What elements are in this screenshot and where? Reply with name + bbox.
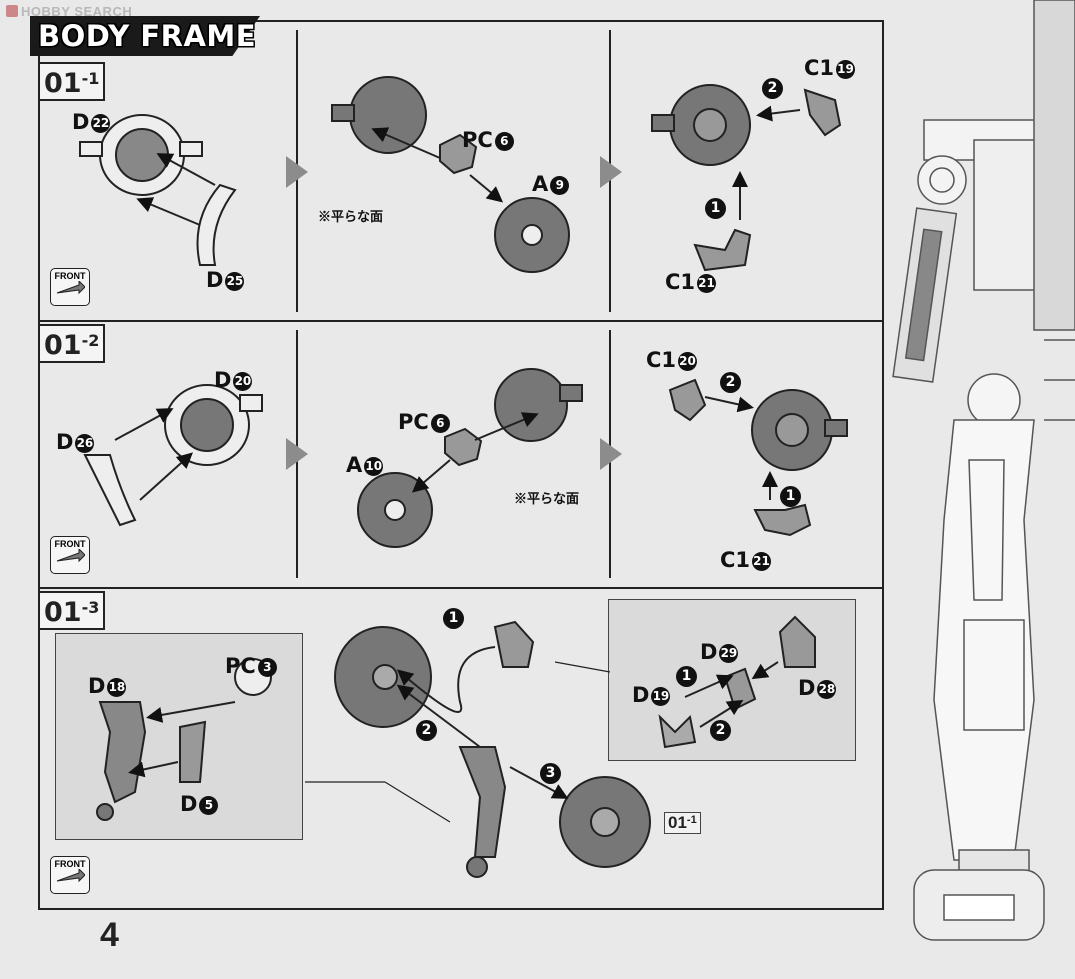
section-divider <box>38 320 884 322</box>
step-01-2-diagram <box>83 368 848 548</box>
order-number-2: 2 <box>416 720 437 741</box>
step-label-01-1: 01-1 <box>38 62 106 101</box>
flow-arrow-icon <box>600 438 622 470</box>
robot-lineart-illustration <box>892 0 1075 941</box>
flow-arrow-icon <box>286 438 308 470</box>
order-number-2: 2 <box>762 78 783 99</box>
front-orientation-icon: FRONT <box>50 268 90 306</box>
flat-side-note: ※平らな面 <box>318 209 384 224</box>
order-number-3: 3 <box>540 763 561 784</box>
order-number-1: 1 <box>443 608 464 629</box>
flow-arrow-icon <box>600 156 622 188</box>
front-orientation-icon: FRONT <box>50 536 90 574</box>
hobby-search-logo-icon <box>6 5 18 17</box>
section-divider <box>38 587 884 589</box>
order-number-1: 1 <box>705 198 726 219</box>
step-label-01-3: 01-3 <box>38 591 106 630</box>
step-01-3-diagram <box>96 615 816 878</box>
instruction-frame <box>38 20 884 910</box>
order-number-1: 1 <box>780 486 801 507</box>
page-number: 4 <box>100 916 119 954</box>
order-number-2: 2 <box>710 720 731 741</box>
step-01-1-diagram <box>79 76 842 273</box>
step-reference-01-1: 01-1 <box>664 812 701 834</box>
flat-side-note: ※平らな面 <box>514 491 580 506</box>
order-number-2: 2 <box>720 372 741 393</box>
title-tab <box>30 16 260 56</box>
front-orientation-icon: FRONT <box>50 856 90 894</box>
watermark: HOBBY SEARCH <box>6 4 132 19</box>
page-title: BODY FRAME <box>38 19 257 53</box>
order-number-1: 1 <box>676 666 697 687</box>
flow-arrow-icon <box>286 156 308 188</box>
step-label-01-2: 01-2 <box>38 324 106 363</box>
